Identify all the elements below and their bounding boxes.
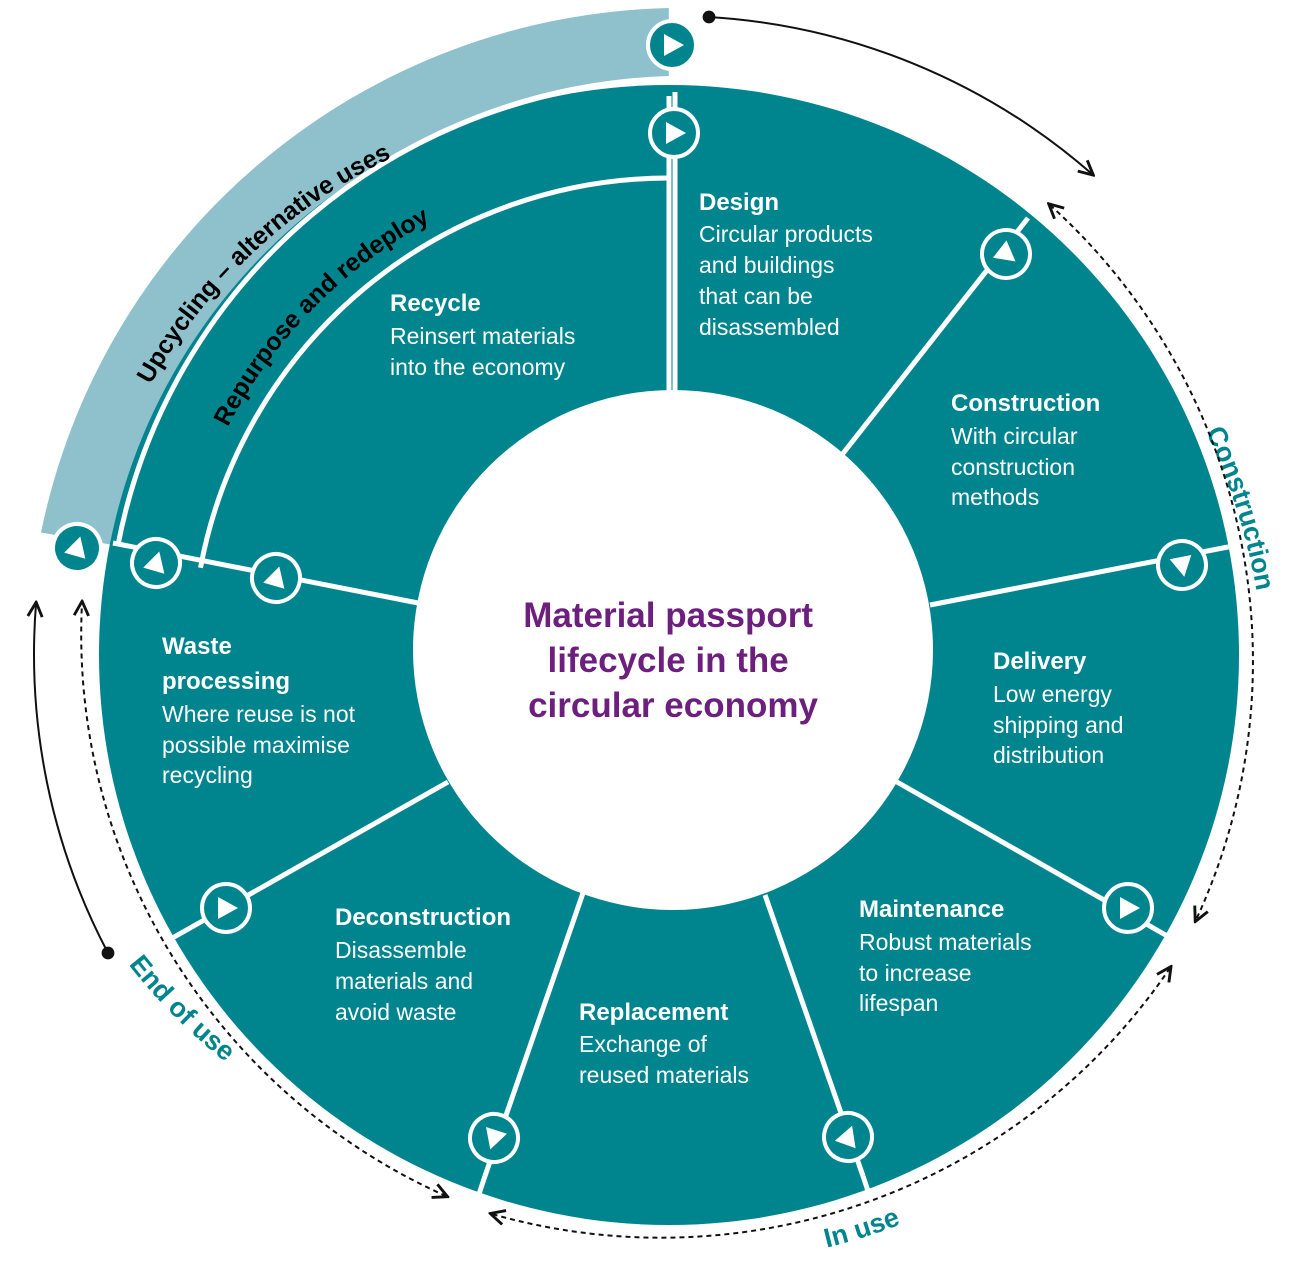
end-of-use-solid-arrow	[34, 604, 108, 953]
stage-design: Design Circular products and buildings t…	[699, 189, 879, 340]
stage-title: Design	[699, 189, 779, 216]
play-icon	[1102, 882, 1154, 934]
end-of-use-dashed-arrow	[81, 603, 446, 1196]
stage-title: Replacement	[579, 999, 728, 1026]
play-icon	[646, 19, 698, 71]
upcycling-divider	[115, 77, 670, 546]
play-icon	[980, 228, 1032, 280]
stage-title: Construction	[951, 390, 1100, 417]
upcycling-band	[41, 8, 669, 546]
stage-description: Reinsert materials into the economy	[390, 323, 582, 380]
center-title-line: Material passport	[523, 596, 813, 635]
stage-description: Circular products and buildings that can…	[699, 221, 879, 340]
center-title-line: circular economy	[528, 686, 818, 725]
repurpose-divider	[198, 175, 670, 569]
stage-title: Maintenance	[859, 896, 1004, 923]
phase-in-use-label: In use	[821, 1202, 903, 1254]
center-title: Material passport lifecycle in the circu…	[523, 596, 823, 725]
play-icon	[250, 552, 302, 604]
center-title-line: lifecycle in the	[548, 641, 789, 680]
center-circle	[413, 390, 933, 910]
play-icon	[130, 537, 182, 589]
stage-title: Deconstruction	[335, 904, 511, 931]
stage-title: Delivery	[993, 648, 1087, 675]
play-icon	[51, 522, 103, 574]
stage-recycle: Recycle Reinsert materials into the econ…	[390, 290, 582, 380]
play-icon	[200, 882, 252, 934]
construction-dashed-arrow	[1050, 205, 1254, 920]
play-icon	[648, 107, 700, 159]
stage-title: Recycle	[390, 290, 481, 317]
top-solid-arrow	[709, 17, 1092, 174]
